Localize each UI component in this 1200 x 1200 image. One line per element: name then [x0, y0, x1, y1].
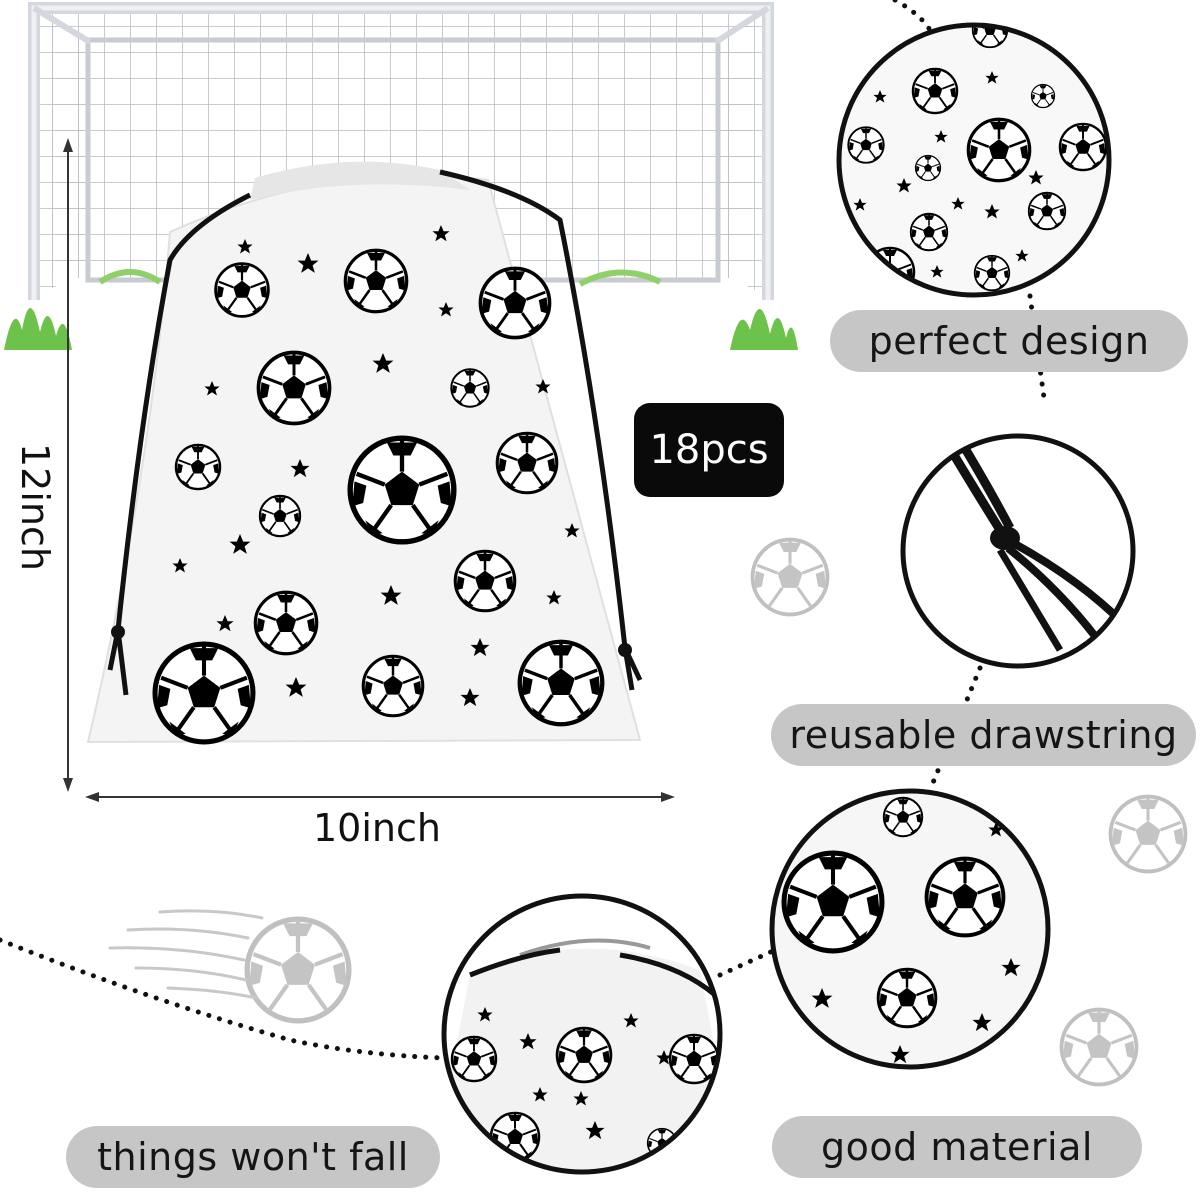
- feature-label-secure: things won't fall: [97, 1135, 409, 1179]
- grass-icon: [4, 269, 798, 350]
- detail-circle-material: [769, 788, 1051, 1070]
- height-dimension-arrow: [63, 138, 73, 792]
- feature-label-design: perfect design: [868, 319, 1150, 363]
- height-label: 12inch: [13, 443, 57, 571]
- quantity-badge: 18pcs: [634, 403, 784, 497]
- feature-label-drawstring: reusable drawstring: [789, 713, 1178, 757]
- drawstring-bag-icon: [86, 161, 643, 742]
- detail-circle-pattern: [836, 22, 1112, 298]
- feature-pill-drawstring: reusable drawstring: [771, 704, 1196, 766]
- width-label: 10inch: [313, 806, 441, 850]
- feature-label-material: good material: [821, 1125, 1093, 1169]
- motion-streak: [108, 909, 264, 1000]
- feature-pill-secure: things won't fall: [66, 1126, 440, 1188]
- width-dimension-arrow: [85, 792, 675, 802]
- quantity-text: 18pcs: [649, 427, 769, 473]
- feature-pill-material: good material: [772, 1116, 1142, 1178]
- detail-circle-bag: [441, 893, 723, 1175]
- feature-pill-design: perfect design: [830, 310, 1188, 372]
- detail-circle-drawstring: [900, 433, 1136, 669]
